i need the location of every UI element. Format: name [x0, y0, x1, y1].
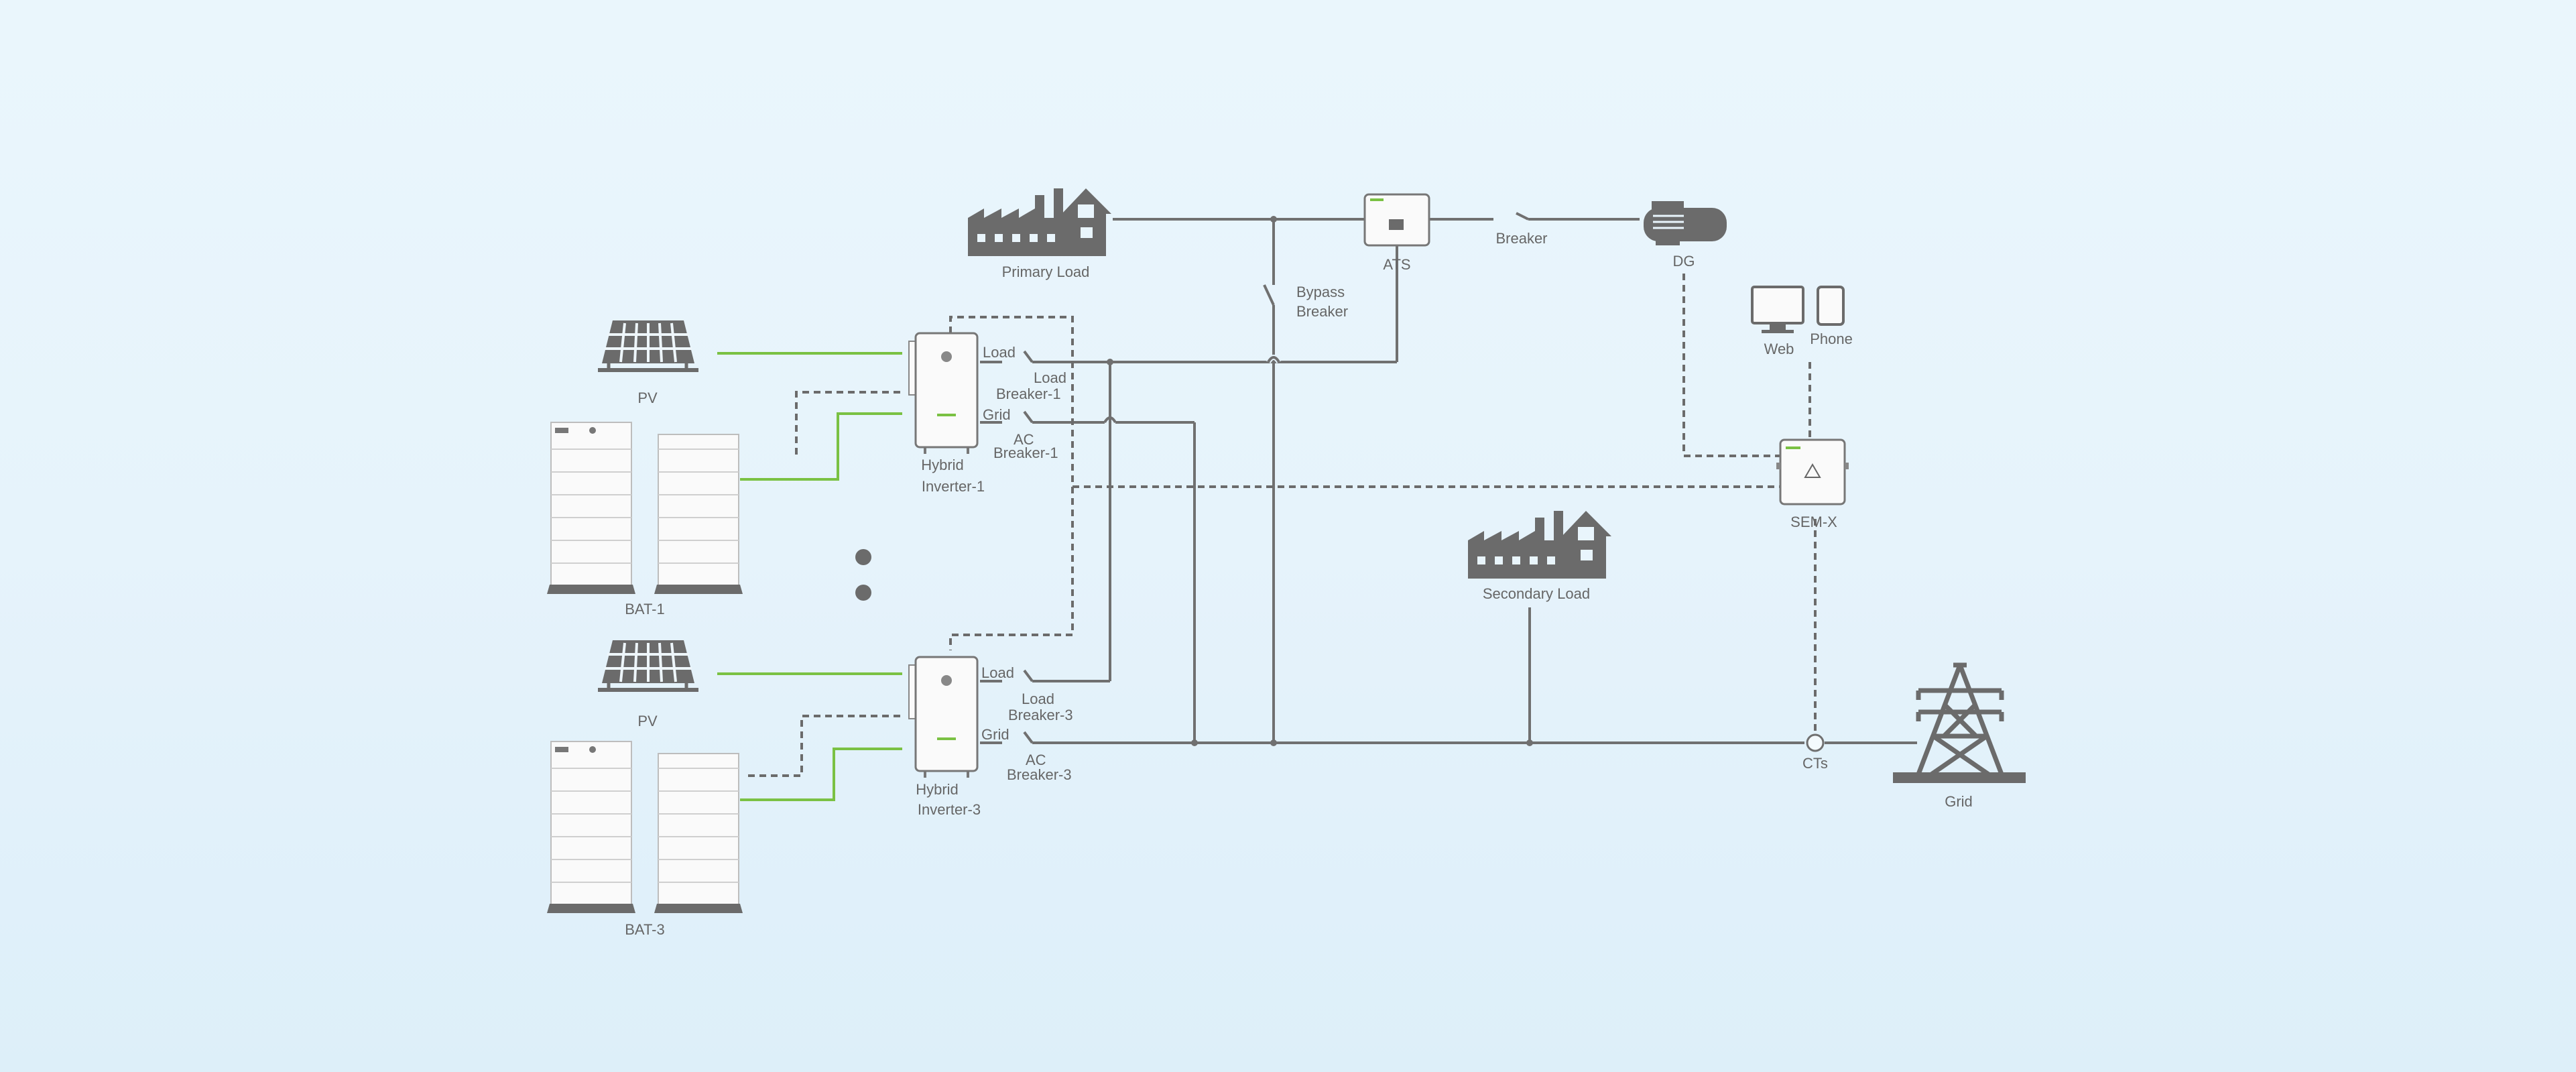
comm-lines	[748, 274, 1817, 777]
dg: DG	[1644, 201, 1727, 270]
load-breaker-label-1: Load	[1022, 691, 1054, 707]
solar-panel-icon	[598, 640, 698, 690]
primary-load-label: Primary Load	[1002, 263, 1090, 280]
port-grid-label: Grid	[983, 406, 1011, 423]
inverter-name-1: Hybrid	[916, 781, 959, 798]
load-breaker-label-2: Breaker-3	[1008, 707, 1073, 723]
hybrid-inverter-icon	[908, 332, 979, 455]
phone-label: Phone	[1810, 331, 1853, 347]
ac-breaker-label-1: AC	[1026, 752, 1046, 768]
junction-dots	[1107, 216, 1533, 746]
monitor-icon	[1751, 286, 1804, 333]
ac-breaker-label-2: Breaker-3	[1007, 766, 1072, 783]
load-breaker-label-2: Breaker-1	[996, 385, 1061, 402]
cts-label: CTs	[1802, 755, 1828, 772]
cts: CTs	[1802, 733, 1828, 772]
ats-label: ATS	[1383, 256, 1410, 273]
factory-house-icon	[968, 188, 1111, 256]
secondary-load-label: Secondary Load	[1483, 585, 1590, 602]
hybrid-inverter-icon	[908, 656, 979, 779]
battery-rack-icon	[546, 422, 743, 595]
sem-label: SEM-X	[1790, 514, 1837, 530]
sem-meter-icon	[1779, 438, 1846, 505]
grid-label: Grid	[1945, 793, 1973, 810]
port-grid-label: Grid	[981, 726, 1009, 743]
pv-label: PV	[637, 713, 658, 729]
port-load-label: Load	[981, 664, 1014, 681]
inverter-name-2: Inverter-1	[922, 478, 985, 495]
dg-label: DG	[1673, 253, 1695, 270]
inverter-branch-3: PV BAT-3 Hybrid Inverter-3 Load Grid Loa…	[546, 640, 1073, 938]
breaker-label: Breaker	[1495, 230, 1547, 247]
generator-icon	[1644, 201, 1727, 245]
inverter-name-1: Hybrid	[921, 457, 964, 473]
bypass-label-2: Breaker	[1296, 303, 1348, 320]
pv-links	[717, 352, 902, 801]
bat-label: BAT-1	[625, 601, 665, 617]
ac-breaker-label-2: Breaker-1	[993, 444, 1058, 461]
phone-icon	[1817, 286, 1845, 326]
more-inverters-dots	[855, 549, 871, 601]
bat-label: BAT-3	[625, 921, 665, 938]
solar-panel-icon	[598, 320, 698, 370]
inverter-name-2: Inverter-3	[918, 801, 981, 818]
bypass-label-1: Bypass	[1296, 284, 1345, 300]
battery-rack-icon	[546, 741, 743, 914]
ct-sensor-icon	[1806, 733, 1825, 752]
phone: Phone	[1810, 286, 1853, 347]
ac-breaker-label-1: AC	[1014, 431, 1034, 448]
primary-load: Primary Load	[968, 188, 1111, 280]
web: Web	[1751, 286, 1804, 357]
grid: Grid	[1893, 662, 2026, 810]
factory-house-icon	[1468, 511, 1611, 579]
secondary-load: Secondary Load	[1468, 511, 1611, 602]
load-breaker-label-1: Load	[1034, 369, 1066, 386]
sem-x: SEM-X	[1776, 438, 1849, 530]
web-label: Web	[1764, 341, 1794, 357]
pv-label: PV	[637, 390, 658, 406]
transmission-tower-icon	[1914, 662, 2006, 780]
port-load-label: Load	[983, 344, 1016, 361]
inverter-branch-1: PV BAT-1 Hybrid Inverter-1 Load Grid Loa…	[546, 320, 1066, 617]
wiring	[980, 212, 1917, 744]
ats: ATS	[1363, 193, 1430, 273]
